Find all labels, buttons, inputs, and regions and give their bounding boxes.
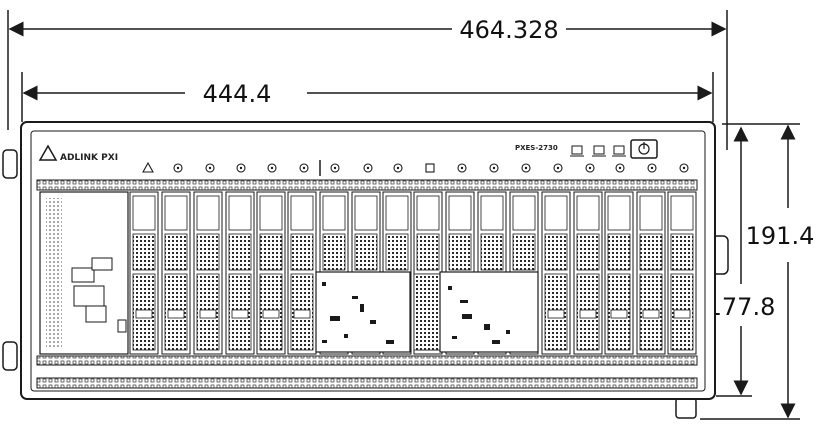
slot-marker-icons [142,161,689,173]
overall-width-label: 464.328 [459,16,558,44]
slot-module [667,191,697,355]
overall-width-dimension: 464.328 [7,10,728,150]
system-controller-module [39,191,150,355]
rail-width-label: 444.4 [203,80,272,108]
slot-module [256,191,286,355]
top-label-strip: ADLINK PXI PXES-2730 [38,139,689,176]
slot-module [604,191,634,355]
model-label: PXES-2730 [515,144,558,152]
slot-marker-icon [205,163,215,173]
status-led-icon [570,145,584,157]
connector-block [85,305,107,323]
rail-width-dimension: 444.4 [21,72,714,122]
status-led-icon [592,145,606,157]
connector-block [91,257,113,271]
slot-module [287,191,317,355]
slot-marker-icon [647,163,657,173]
slot-marker-icon [363,163,373,173]
slot-marker-icon [489,163,499,173]
connector-block [73,285,105,307]
button-pair [117,319,127,333]
slot-marker-icon [457,163,467,173]
slot-module [573,191,603,355]
slot-marker-icon [173,163,183,173]
blank-card-left [315,271,411,353]
slot-module [161,191,191,355]
connector-block [71,267,95,283]
vent-grid [46,198,62,348]
overall-height-dimension: 191.4 [700,123,815,420]
slot-module [636,191,666,355]
left-handle-bottom [2,341,18,371]
overall-height-label: 191.4 [746,222,815,250]
pxi-chassis: ADLINK PXI PXES-2730 [2,121,729,419]
slot-marker-icon [330,163,340,173]
slot-module [225,191,255,355]
slot-marker-icon [425,163,435,173]
slot-marker-icon [679,163,689,173]
panel-height-dimension: 177.8 [707,126,776,397]
foot [675,397,697,419]
slot-module [129,191,159,355]
top-rail [36,179,698,191]
bottom-rail-lower [36,377,698,389]
chassis-inner-frame [30,130,706,392]
slot-marker-icon [267,163,277,173]
status-led-icon [612,145,626,157]
status-led-icons [570,145,626,157]
blank-card-right [439,271,539,353]
slot-marker-icon [553,163,563,173]
slot-marker-icon [521,163,531,173]
left-handle-top [2,149,18,179]
peripheral-slots [129,191,697,355]
center-slot-mesh [413,273,441,351]
slot-marker-icon [393,163,403,173]
slot-marker-icon [615,163,625,173]
bottom-rail-upper [36,355,698,366]
panel-height-label: 177.8 [707,293,776,321]
slot-marker-icon [142,161,154,173]
slot-module [541,191,571,355]
brand-logo-icon [38,144,58,161]
slot-marker-icon [299,163,309,173]
slot-module [193,191,223,355]
slot-marker-icon [585,163,595,173]
slot-marker-icon [236,163,246,173]
brand-label: ADLINK PXI [60,153,118,163]
